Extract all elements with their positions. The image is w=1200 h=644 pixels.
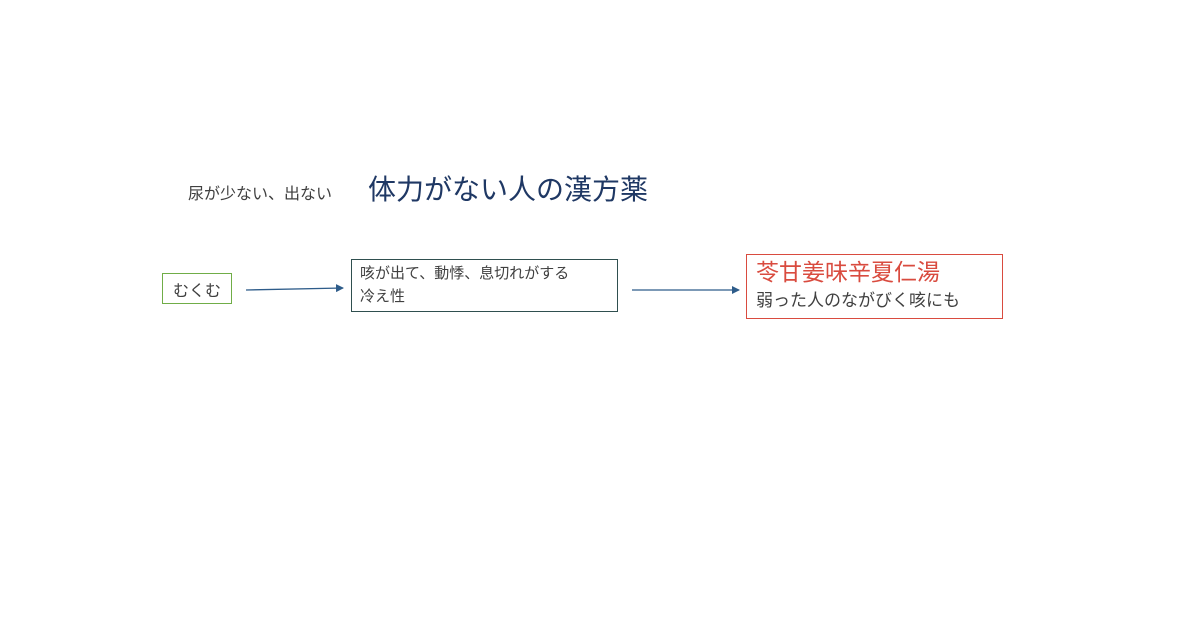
arrow-symptom-to-condition [245, 284, 344, 293]
symptom-label: むくむ [172, 280, 221, 300]
subtitle: 尿が少ない、出ない [188, 184, 333, 203]
symptom-box: むくむ [162, 273, 232, 304]
condition-line-1: 咳が出て、動悸、息切れがする [360, 264, 570, 282]
remedy-box: 苓甘姜味辛夏仁湯 弱った人のながびく咳にも [746, 254, 1003, 319]
page-title: 体力がない人の漢方薬 [368, 173, 649, 206]
condition-line-2: 冷え性 [360, 287, 406, 305]
remedy-name: 苓甘姜味辛夏仁湯 [756, 260, 940, 286]
remedy-description: 弱った人のながびく咳にも [756, 291, 960, 311]
condition-box: 咳が出て、動悸、息切れがする 冷え性 [351, 259, 618, 312]
